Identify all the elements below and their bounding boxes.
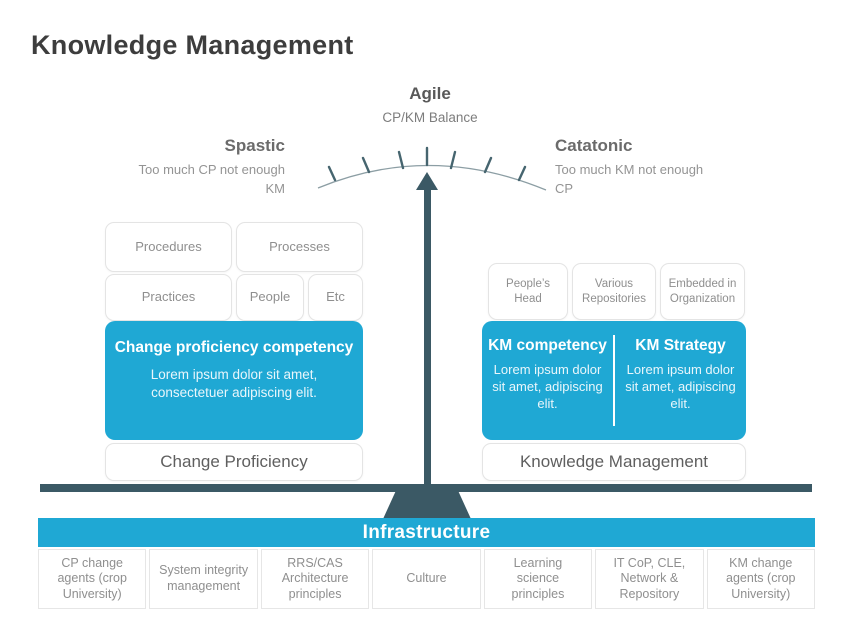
gauge-arc-icon — [317, 146, 547, 191]
chip-procedures: Procedures — [105, 222, 232, 272]
gauge-title: Agile — [409, 84, 451, 103]
infra-cell-culture: Culture — [372, 549, 481, 609]
chip-processes: Processes — [236, 222, 363, 272]
km-competency-column: KM competency Lorem ipsum dolor sit amet… — [482, 321, 613, 440]
infra-cell-system-integrity: System integrity management — [149, 549, 258, 609]
chip-etc: Etc — [308, 274, 363, 321]
km-strategy-body: Lorem ipsum dolor sit amet, adipiscing e… — [625, 362, 736, 412]
km-competency-body: Lorem ipsum dolor sit amet, adipiscing e… — [492, 362, 603, 412]
chip-peoples-head: People’s Head — [488, 263, 568, 320]
needle-shaft — [423, 190, 431, 484]
infra-cell-it-cop: IT CoP, CLE, Network & Repository — [595, 549, 704, 609]
km-strategy-column: KM Strategy Lorem ipsum dolor sit amet, … — [615, 321, 746, 440]
gauge-left-description: Too much CP not enough KM — [138, 162, 285, 196]
knowledge-management-label: Knowledge Management — [482, 443, 746, 481]
chip-various-repositories: Various Repositories — [572, 263, 656, 320]
infra-cell-cp-change-agents: CP change agents (crop University) — [38, 549, 147, 609]
km-competency-title: KM competency — [488, 337, 607, 354]
change-proficiency-card: Change proficiency competency Lorem ipsu… — [105, 321, 363, 440]
gauge-left-extreme: Spastic Too much CP not enough KM — [120, 136, 285, 199]
chip-embedded-in-organization: Embedded in Organization — [660, 263, 745, 320]
gauge-subtitle: CP/KM Balance — [382, 110, 478, 125]
balance-fulcrum-icon — [383, 492, 471, 519]
needle-arrowhead-icon — [416, 172, 438, 190]
infrastructure-bar: Infrastructure — [38, 518, 815, 547]
gauge-right-extreme: Catatonic Too much KM not enough CP — [555, 136, 720, 199]
km-card: KM competency Lorem ipsum dolor sit amet… — [482, 321, 746, 440]
km-strategy-title: KM Strategy — [635, 337, 726, 354]
change-proficiency-card-title: Change proficiency competency — [114, 339, 354, 356]
km-card-divider — [613, 335, 615, 426]
infrastructure-grid: CP change agents (crop University) Syste… — [38, 549, 815, 609]
infra-cell-learning-science: Learning science principles — [483, 549, 593, 609]
chip-practices: Practices — [105, 274, 232, 321]
gauge-right-description: Too much KM not enough CP — [555, 162, 704, 196]
gauge-left-title: Spastic — [224, 136, 285, 155]
chip-people: People — [236, 274, 304, 321]
change-proficiency-card-body: Lorem ipsum dolor sit amet, consectetuer… — [150, 367, 318, 400]
infra-cell-rrs-cas: RRS/CAS Architecture principles — [260, 549, 370, 609]
change-proficiency-label: Change Proficiency — [105, 443, 363, 481]
balance-needle-icon — [416, 172, 438, 484]
infra-cell-km-change-agents: KM change agents (crop University) — [706, 549, 815, 609]
gauge-right-title: Catatonic — [555, 136, 633, 155]
page-title: Knowledge Management — [31, 30, 354, 60]
balance-beam — [40, 484, 812, 492]
